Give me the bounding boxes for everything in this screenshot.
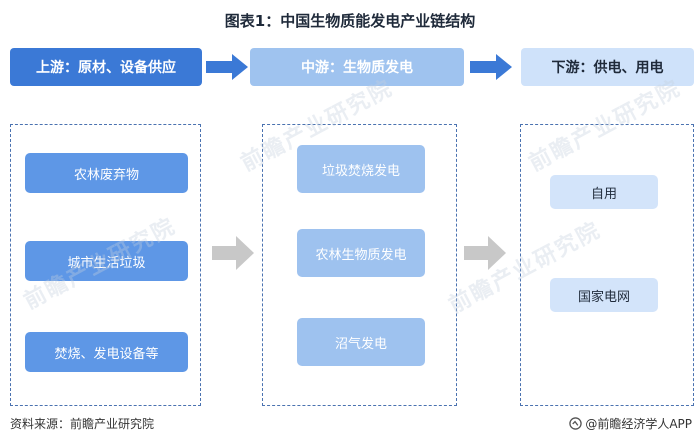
upstream-panel: 农林废弃物 城市生活垃圾 焚烧、发电设备等 (10, 124, 201, 406)
upstream-item: 城市生活垃圾 (25, 241, 188, 281)
downstream-panel: 自用 国家电网 (520, 124, 694, 406)
stage-upstream: 上游：原材、设备供应 (10, 48, 202, 86)
arrow-right-icon (206, 54, 248, 80)
arrow-right-icon (212, 236, 254, 270)
downstream-item: 自用 (550, 175, 658, 209)
source-note: 资料来源：前瞻产业研究院 (10, 417, 155, 431)
arrow-right-icon (464, 236, 506, 270)
midstream-panel: 垃圾焚烧发电 农林生物质发电 沼气发电 (262, 124, 457, 406)
brand-logo-icon (569, 417, 583, 430)
brand-credit: @前瞻经济学人APP (569, 415, 692, 432)
downstream-item: 国家电网 (550, 278, 658, 312)
brand-text: @前瞻经济学人APP (585, 417, 692, 431)
midstream-item: 垃圾焚烧发电 (297, 145, 425, 193)
stage-downstream: 下游：供电、用电 (521, 48, 694, 86)
upstream-item: 焚烧、发电设备等 (25, 332, 188, 372)
midstream-item: 农林生物质发电 (297, 229, 425, 277)
arrow-right-icon (470, 54, 512, 80)
midstream-item: 沼气发电 (297, 318, 425, 366)
chart-title: 图表1：中国生物质能发电产业链结构 (224, 12, 476, 30)
upstream-item: 农林废弃物 (25, 153, 188, 193)
stage-midstream: 中游：生物质发电 (250, 48, 464, 86)
